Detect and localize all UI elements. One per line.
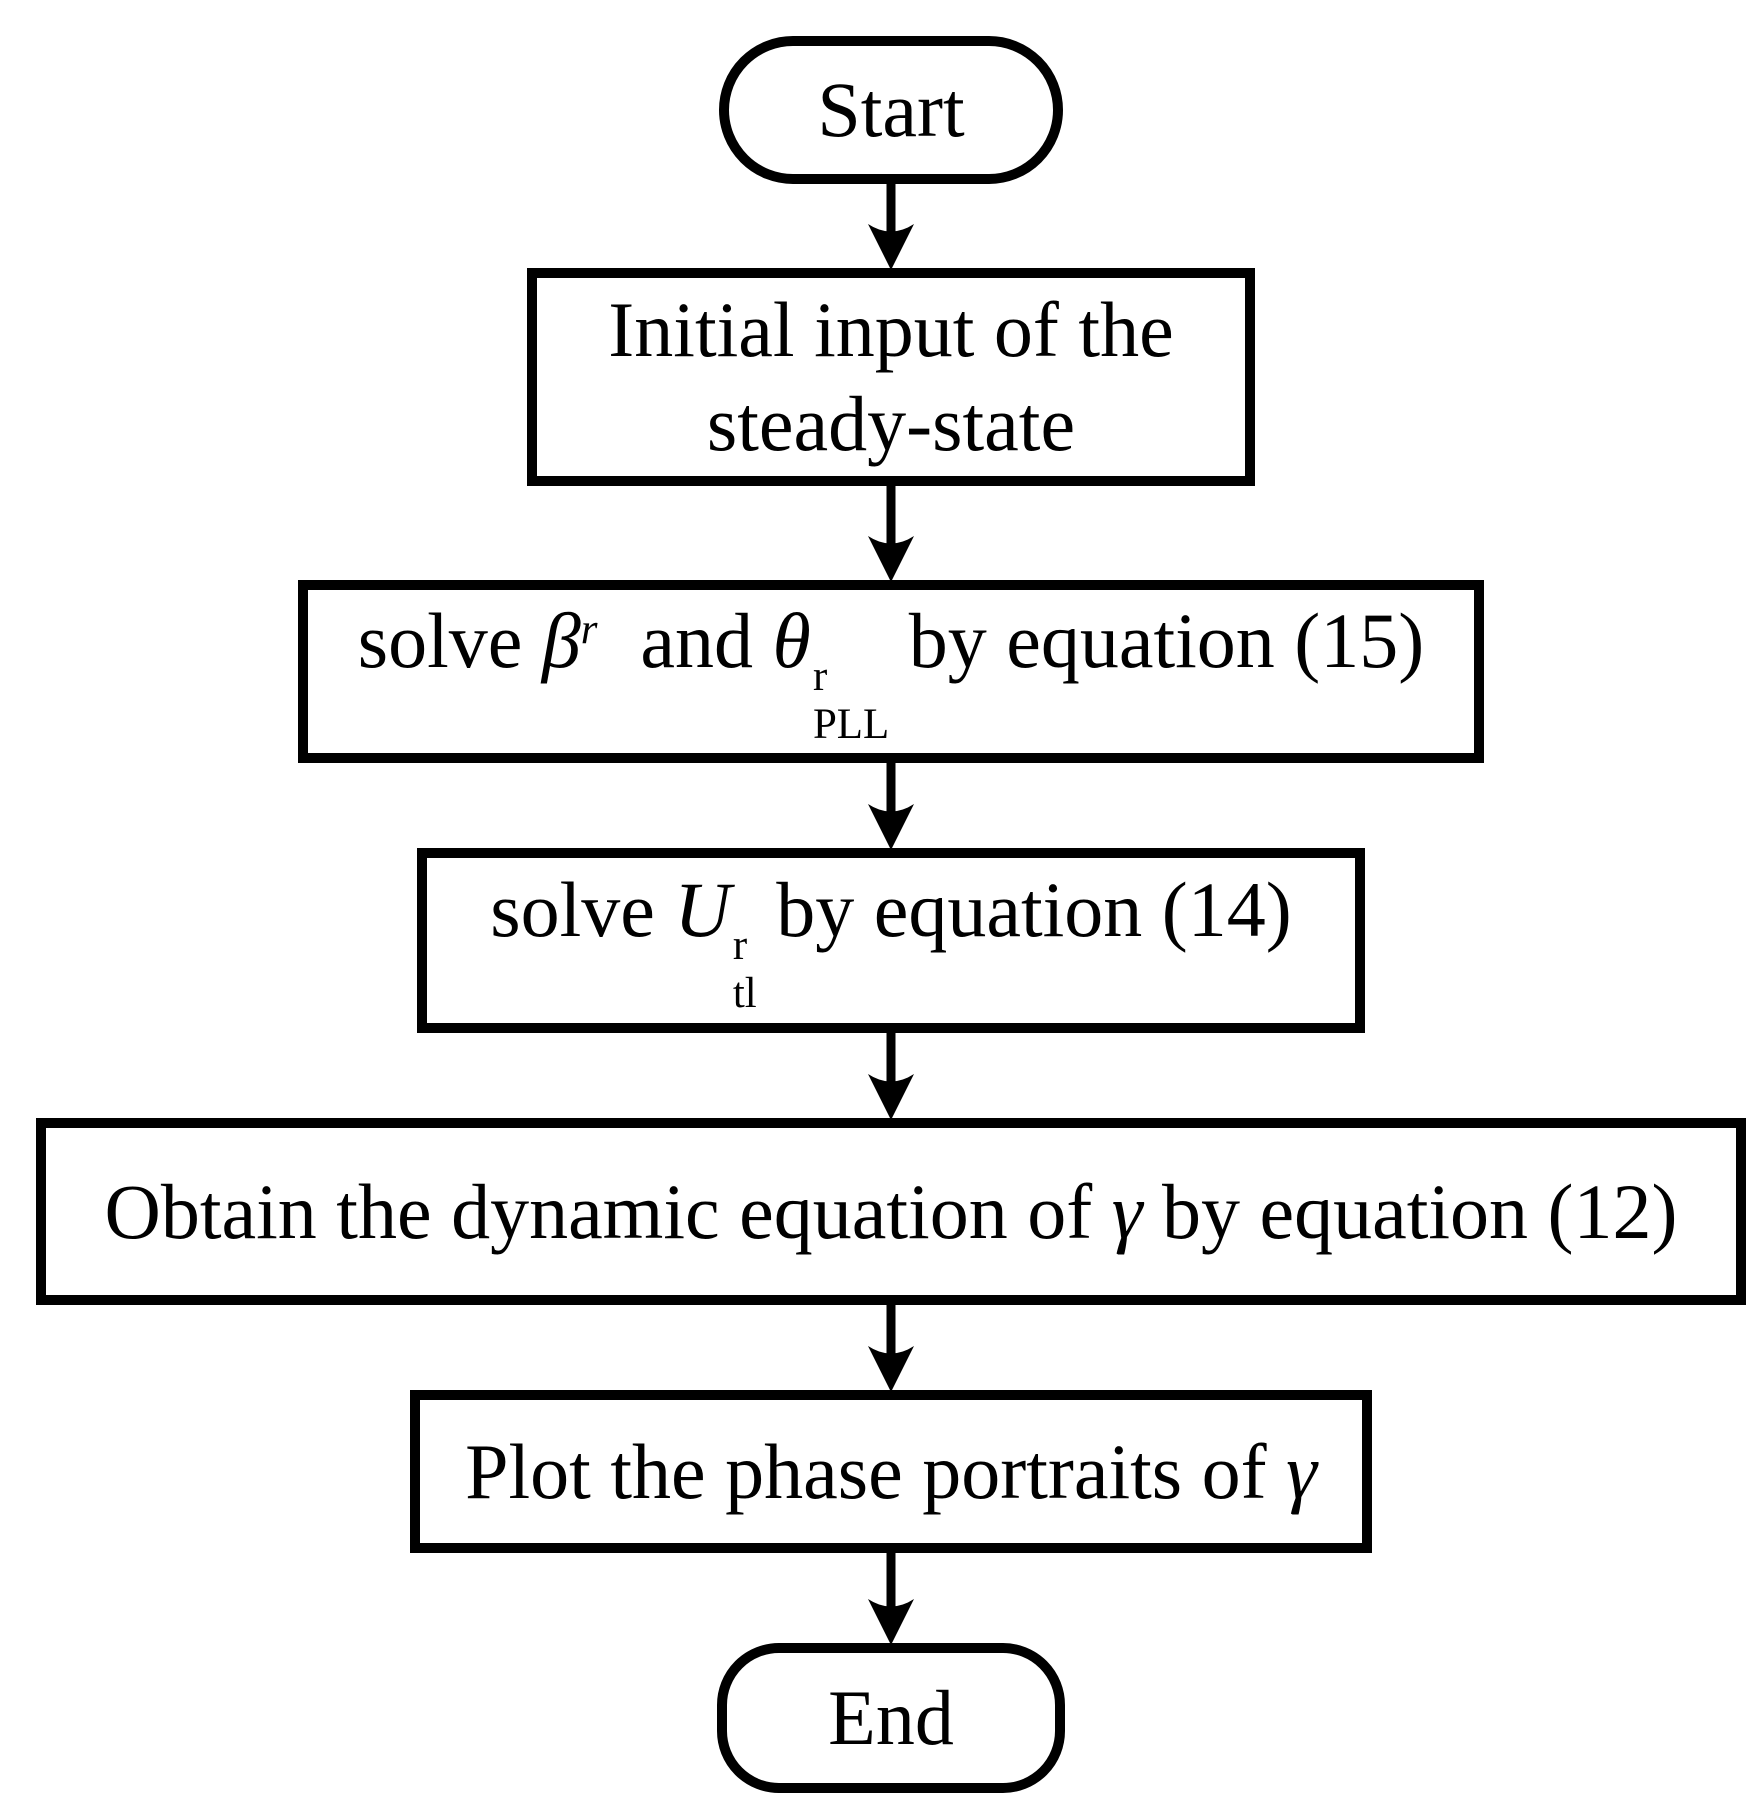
- initial-input-line2: steady-state: [706, 380, 1076, 467]
- arrow-stem: [886, 1301, 896, 1354]
- solve-eq15-post: by equation (15): [889, 596, 1425, 684]
- arrow-stem: [886, 759, 896, 812]
- arrow-head-icon: [868, 224, 914, 270]
- u-symbol: U: [674, 865, 731, 953]
- solve-eq15-and: and: [620, 596, 773, 684]
- dynamic-equation-node: Obtain the dynamic equation of γ by equa…: [36, 1118, 1746, 1305]
- solve-eq15-pre: solve: [357, 596, 542, 684]
- solve-eq14-pre: solve: [490, 865, 675, 953]
- beta-superscript: r: [580, 606, 598, 654]
- arrow-head-icon: [868, 1074, 914, 1120]
- dynamic-eq12-pre: Obtain the dynamic equation of: [104, 1167, 1112, 1255]
- arrow-eq12-to-plot: [868, 1301, 914, 1392]
- arrow-eq15-to-eq14: [868, 759, 914, 850]
- plot-pre: Plot the phase portraits of: [465, 1427, 1287, 1515]
- arrow-eq14-to-eq12: [868, 1029, 914, 1120]
- u-subscript: tl: [732, 970, 757, 1018]
- dynamic-eq12-text: Obtain the dynamic equation of γ by equa…: [104, 1165, 1677, 1259]
- arrow-head-icon: [868, 536, 914, 582]
- end-terminal-node: End: [717, 1643, 1065, 1793]
- theta-subscript: PLL: [812, 701, 890, 749]
- arrow-start-to-input: [868, 180, 914, 270]
- arrow-plot-to-end: [868, 1549, 914, 1645]
- arrow-head-icon: [868, 1599, 914, 1645]
- arrow-head-icon: [868, 1346, 914, 1392]
- theta-symbol: θ: [772, 596, 811, 684]
- plot-text: Plot the phase portraits of γ: [465, 1425, 1317, 1519]
- arrow-stem: [886, 482, 896, 544]
- beta-symbol: β: [541, 596, 581, 684]
- u-superscript: r: [732, 922, 748, 970]
- start-label: Start: [817, 66, 965, 154]
- solve-eq14-post: by equation (14): [756, 865, 1292, 953]
- arrow-stem: [886, 180, 896, 232]
- initial-input-line1: Initial input of the: [608, 286, 1174, 374]
- plot-phase-portraits-node: Plot the phase portraits of γ: [410, 1390, 1372, 1553]
- arrow-head-icon: [868, 804, 914, 850]
- start-terminal-node: Start: [719, 36, 1063, 184]
- dynamic-eq12-post: by equation (12): [1142, 1167, 1678, 1255]
- gamma-symbol: γ: [1111, 1167, 1143, 1255]
- gamma-symbol: γ: [1286, 1427, 1317, 1515]
- end-label: End: [828, 1674, 954, 1762]
- arrow-stem: [886, 1549, 896, 1607]
- theta-superscript: r: [812, 653, 828, 701]
- arrow-stem: [886, 1029, 896, 1082]
- arrow-input-to-eq15: [868, 482, 914, 582]
